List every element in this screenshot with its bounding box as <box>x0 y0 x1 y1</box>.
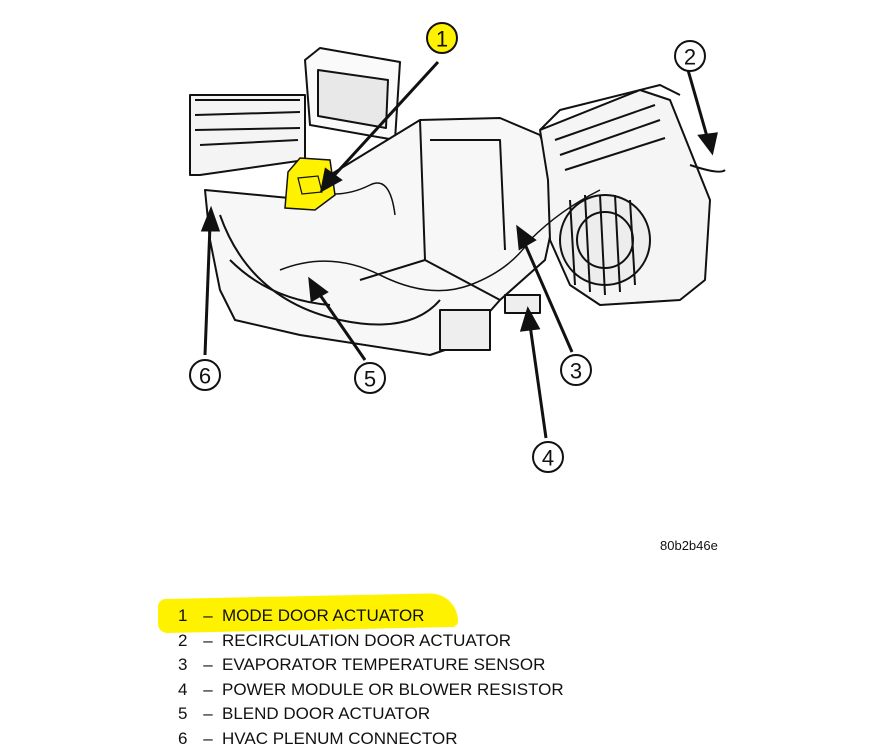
callout-4-label: 4 <box>542 446 554 471</box>
legend-dash: – <box>194 727 222 751</box>
legend-dash: – <box>194 604 222 629</box>
callout-3-label: 3 <box>570 359 582 384</box>
legend-number: 6 <box>178 727 194 751</box>
legend-item-power-module: 4–POWER MODULE OR BLOWER RESISTOR <box>178 678 564 703</box>
legend-dash: – <box>194 629 222 654</box>
callout-1-label: 1 <box>436 27 448 52</box>
legend-number: 2 <box>178 629 194 654</box>
legend-label: POWER MODULE OR BLOWER RESISTOR <box>222 680 564 699</box>
leader-arrow-2 <box>688 70 708 140</box>
legend-dash: – <box>194 653 222 678</box>
legend-list: 1–MODE DOOR ACTUATOR 2–RECIRCULATION DOO… <box>178 604 564 751</box>
callout-6-label: 6 <box>199 364 211 389</box>
legend-dash: – <box>194 678 222 703</box>
legend-number: 3 <box>178 653 194 678</box>
legend-number: 5 <box>178 702 194 727</box>
legend-label: BLEND DOOR ACTUATOR <box>222 704 430 723</box>
hvac-housing-drawing <box>190 48 725 355</box>
legend-label: RECIRCULATION DOOR ACTUATOR <box>222 631 511 650</box>
hvac-housing-diagram: 1 2 3 4 5 6 <box>0 0 871 560</box>
legend-label: MODE DOOR ACTUATOR <box>222 606 424 625</box>
legend-label: HVAC PLENUM CONNECTOR <box>222 729 458 748</box>
legend-number: 4 <box>178 678 194 703</box>
legend-dash: – <box>194 702 222 727</box>
legend-label: EVAPORATOR TEMPERATURE SENSOR <box>222 655 545 674</box>
legend-item-recirculation-door-actuator: 2–RECIRCULATION DOOR ACTUATOR <box>178 629 564 654</box>
legend-item-evaporator-temperature-sensor: 3–EVAPORATOR TEMPERATURE SENSOR <box>178 653 564 678</box>
callout-5-label: 5 <box>364 367 376 392</box>
legend-number: 1 <box>178 604 194 629</box>
legend-item-mode-door-actuator: 1–MODE DOOR ACTUATOR <box>178 604 564 629</box>
legend-item-blend-door-actuator: 5–BLEND DOOR ACTUATOR <box>178 702 564 727</box>
figure-reference-code: 80b2b46e <box>660 538 718 553</box>
callout-2-label: 2 <box>684 45 696 70</box>
leader-arrow-6 <box>205 225 210 355</box>
arrowhead-2 <box>700 134 716 152</box>
leader-arrow-4 <box>530 325 546 438</box>
legend-item-hvac-plenum-connector: 6–HVAC PLENUM CONNECTOR <box>178 727 564 751</box>
